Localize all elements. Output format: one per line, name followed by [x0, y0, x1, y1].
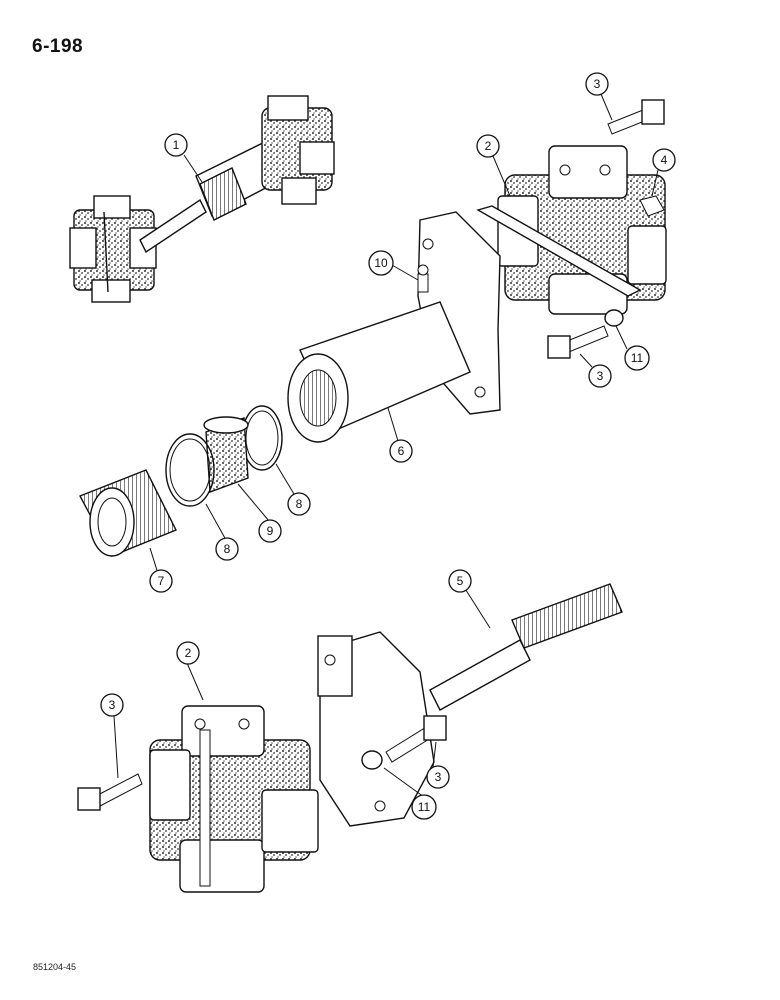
callout-4: 4 [652, 148, 676, 172]
grease-fitting-cross [639, 195, 665, 217]
callout-2-upper: 2 [476, 134, 500, 158]
callout-11-upper: 11 [624, 345, 650, 371]
splined-shaft [317, 583, 623, 827]
lower-u-joint-cross [149, 705, 319, 893]
callout-3-lower-right: 3 [426, 765, 450, 789]
driveshaft-left-u-joint [69, 195, 157, 303]
callout-8-right: 8 [287, 492, 311, 516]
upper-u-joint-cross [476, 145, 667, 315]
callout-9: 9 [258, 519, 282, 543]
page-number: 6-198 [32, 36, 84, 57]
callout-1: 1 [164, 133, 188, 157]
callout-6: 6 [389, 439, 413, 463]
callout-3-top: 3 [585, 72, 609, 96]
leader-lines [113, 93, 659, 798]
complete-driveshaft-assembly [69, 95, 335, 303]
driveshaft-right-u-joint [261, 95, 335, 205]
callout-11-lower: 11 [411, 794, 437, 820]
callout-2-lower-label: 2 [185, 646, 192, 660]
lock-washer-upper [604, 309, 624, 327]
callout-5: 5 [448, 569, 472, 593]
snap-ring-left [165, 433, 215, 507]
callout-3-lower-right-label: 3 [435, 770, 442, 784]
callout-10: 10 [368, 250, 394, 276]
callout-9-label: 9 [267, 524, 274, 538]
slip-yoke [287, 211, 501, 443]
cap-screw-lower [547, 325, 609, 359]
callout-3-lower-left-label: 3 [109, 698, 116, 712]
cap-screw-upper [607, 99, 665, 135]
callout-3-mid: 3 [588, 364, 612, 388]
callout-6-label: 6 [398, 444, 405, 458]
callout-10-label: 10 [374, 256, 388, 270]
callout-7: 7 [149, 569, 173, 593]
grease-fitting [417, 264, 429, 293]
needle-bearing [203, 416, 249, 493]
callout-4-label: 4 [661, 153, 668, 167]
callout-3-mid-label: 3 [597, 369, 604, 383]
callout-8-left-label: 8 [224, 542, 231, 556]
callout-1-label: 1 [173, 138, 180, 152]
knurled-sleeve [79, 469, 177, 557]
callout-3-lower-left: 3 [100, 693, 124, 717]
callout-7-label: 7 [158, 574, 165, 588]
callout-2-upper-label: 2 [485, 139, 492, 153]
lock-washer-lower [361, 750, 383, 770]
snap-ring-right [241, 405, 283, 471]
callout-11-upper-label: 11 [631, 351, 644, 365]
callout-5-label: 5 [457, 574, 464, 588]
callout-8-right-label: 8 [296, 497, 303, 511]
cap-screw-lower-left [77, 773, 143, 811]
callout-2-lower: 2 [176, 641, 200, 665]
callout-11-lower-label: 11 [418, 800, 431, 814]
figure-code: 851204-45 [33, 962, 77, 972]
cap-screw-yoke [385, 715, 447, 763]
callout-8-left: 8 [215, 537, 239, 561]
callout-3-top-label: 3 [594, 77, 601, 91]
